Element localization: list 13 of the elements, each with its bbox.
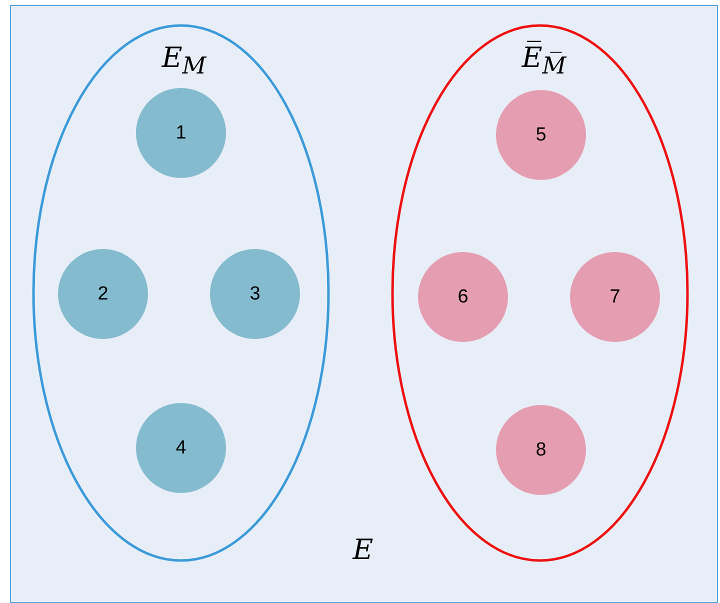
- element-number: 4: [176, 438, 186, 458]
- set-ellipse: [32, 24, 330, 562]
- element-number: 6: [458, 288, 468, 306]
- element-number: 2: [98, 284, 108, 304]
- element-number: 3: [250, 284, 260, 304]
- universe-set-box: [10, 5, 718, 603]
- element-number: 8: [536, 440, 546, 460]
- set-ellipse: [391, 24, 689, 562]
- set-label: E$_{M}$: [162, 44, 206, 78]
- element-number: 1: [176, 124, 186, 142]
- element-number: 7: [610, 288, 620, 306]
- element-number: 5: [536, 126, 546, 144]
- set-label: E: [352, 536, 374, 564]
